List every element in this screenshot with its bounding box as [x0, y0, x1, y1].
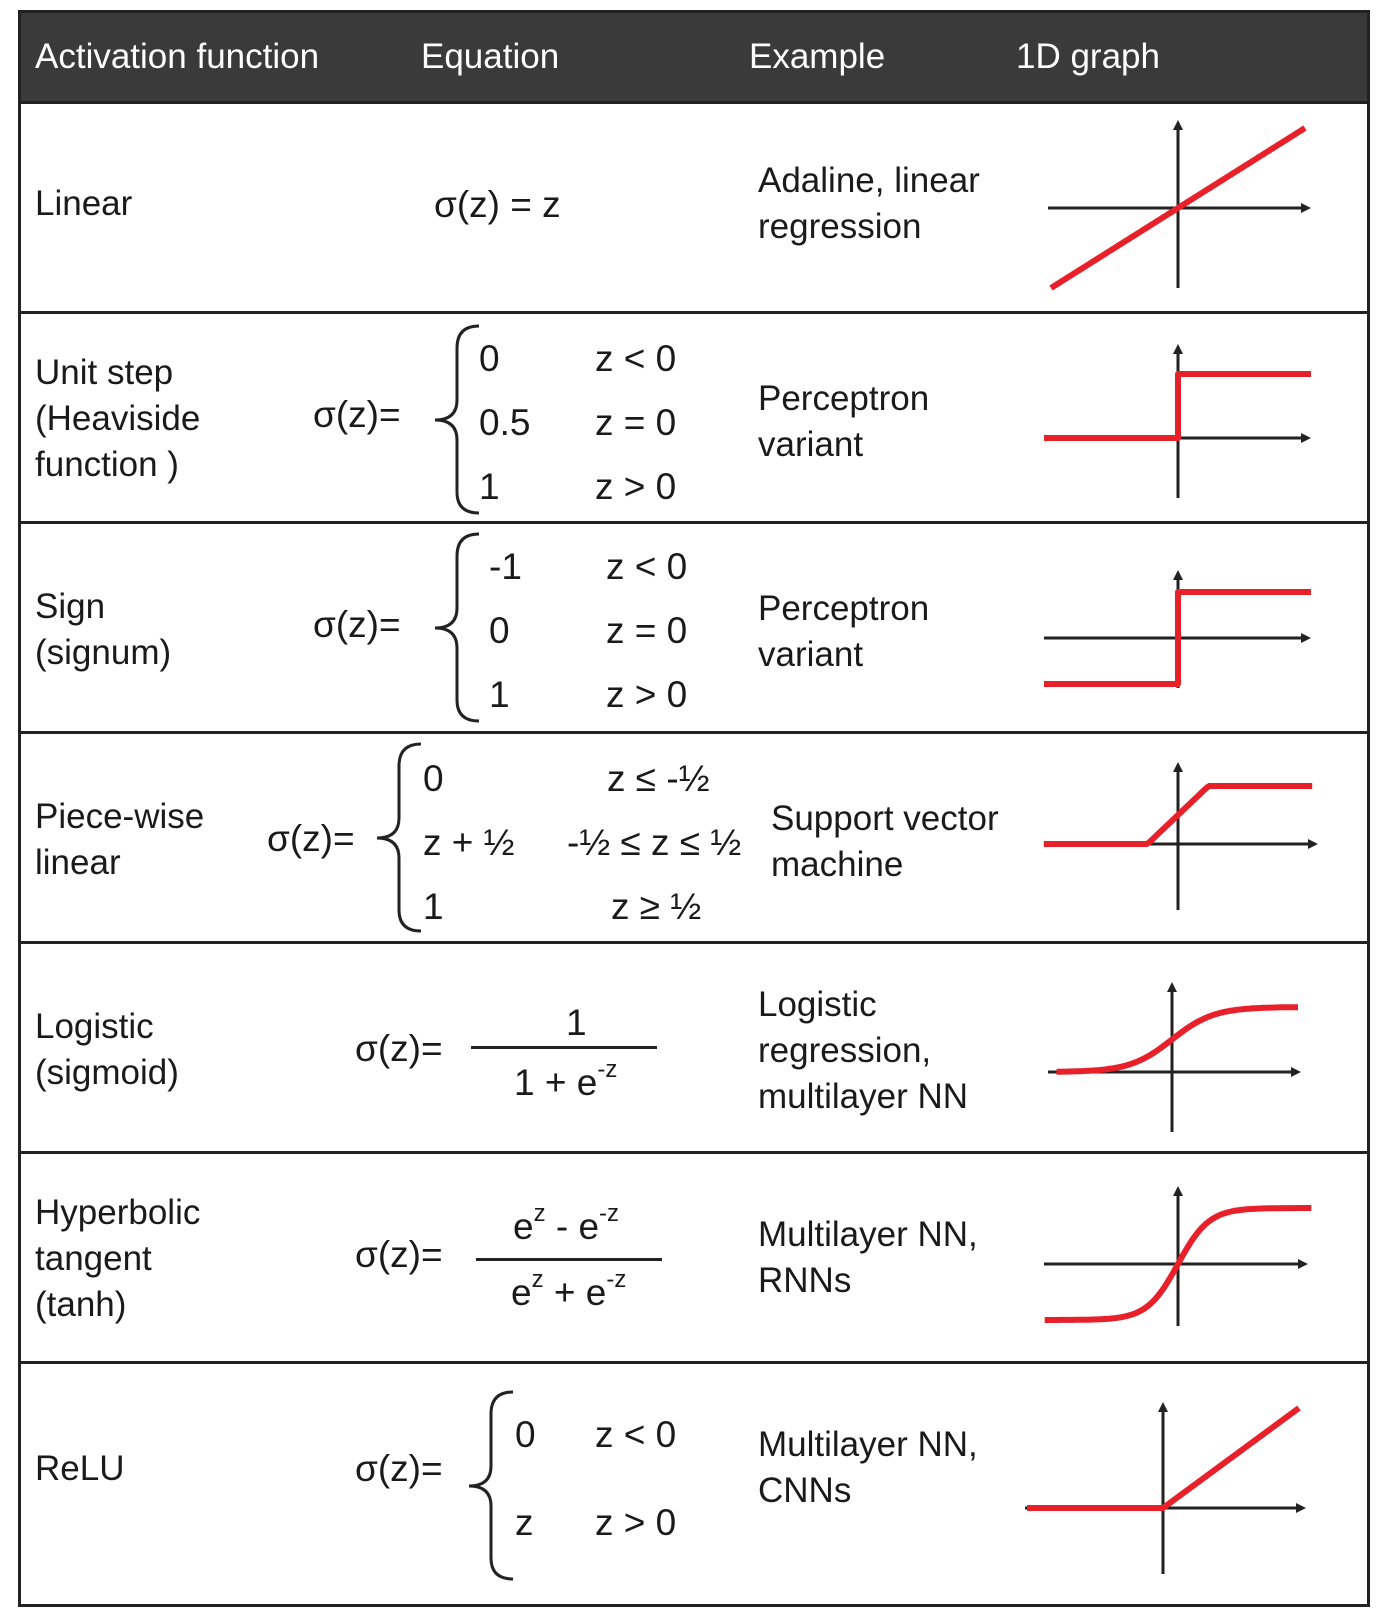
example: Multilayer NN, RNNs	[758, 1215, 978, 1300]
example: Perceptron variant	[758, 379, 930, 464]
fraction-numerator: 1	[566, 1002, 587, 1043]
x-axis-arrow	[1301, 633, 1311, 643]
graph-sigmoid	[1048, 982, 1301, 1132]
case-value: 0	[479, 338, 500, 379]
row-piecewise-linear: Piece-wise linear σ(z)= 0 z ≤ -½ z + ½ -…	[21, 731, 1367, 944]
header-equation: Equation	[421, 37, 560, 76]
function-name: Sign (signum)	[35, 587, 172, 672]
graph-piecewise-linear	[1043, 762, 1318, 910]
case-condition: z = 0	[606, 610, 688, 651]
example: Multilayer NN, CNNs	[758, 1425, 978, 1510]
case-condition: z > 0	[595, 1502, 677, 1543]
left-brace	[434, 532, 480, 723]
row-relu: ReLU σ(z)= 0 z < 0 z z > 0 Multilayer NN…	[21, 1361, 1367, 1604]
case-value: 0	[423, 758, 444, 799]
y-axis-arrow	[1173, 1186, 1183, 1196]
activation-curve	[1026, 1405, 1301, 1511]
graph-linear	[1048, 120, 1311, 291]
activation-curve	[1055, 1004, 1299, 1075]
case-value: 0	[489, 610, 510, 651]
example: Perceptron variant	[758, 589, 930, 674]
case-condition: -½ ≤ z ≤ ½	[567, 822, 742, 863]
activation-curve	[1044, 589, 1311, 687]
row-sign: Sign (signum) σ(z)= -1 z < 0 0 z = 0 1 z…	[21, 521, 1367, 734]
x-axis-arrow	[1298, 1259, 1308, 1269]
sigma-label: σ(z)=	[355, 1448, 443, 1489]
example: Adaline, linear regression	[758, 161, 980, 246]
case-value: -1	[489, 546, 522, 587]
sigma-label: σ(z)=	[313, 604, 401, 645]
case-value: z	[515, 1502, 534, 1543]
equation: σ(z) = z	[434, 184, 561, 225]
fraction-denominator: ez + e-z	[511, 1266, 627, 1313]
left-brace	[468, 1390, 514, 1581]
fraction-numerator: ez - e-z	[513, 1200, 620, 1247]
header-example: Example	[749, 37, 886, 76]
y-axis-arrow	[1173, 762, 1183, 772]
case-condition: z ≤ -½	[607, 758, 710, 799]
header-1d-graph: 1D graph	[1016, 37, 1160, 76]
activation-table: Activation function Equation Example 1D …	[18, 10, 1370, 1607]
function-name: Logistic (sigmoid)	[35, 1007, 179, 1092]
case-value: 1	[423, 886, 444, 927]
activation-curve	[1049, 125, 1307, 291]
case-value: z + ½	[423, 822, 515, 863]
graph-unit-step	[1044, 344, 1311, 498]
graph-relu	[1025, 1402, 1306, 1574]
fraction-bar	[471, 1046, 657, 1049]
case-value: 1	[489, 674, 510, 715]
function-name: Piece-wise linear	[35, 797, 205, 882]
y-axis-arrow	[1173, 570, 1183, 580]
activation-curve	[1043, 1205, 1313, 1323]
case-condition: z = 0	[595, 402, 677, 443]
function-name: Linear	[35, 184, 133, 223]
case-condition: z < 0	[595, 1414, 677, 1455]
x-axis-arrow	[1301, 433, 1311, 443]
case-value: 1	[479, 466, 500, 507]
y-axis-arrow	[1167, 982, 1177, 992]
y-axis-arrow	[1173, 344, 1183, 354]
left-brace	[434, 324, 480, 515]
row-linear: Linear σ(z) = z Adaline, linear regressi…	[21, 101, 1367, 314]
case-value: 0.5	[479, 402, 531, 443]
table-header: Activation function Equation Example 1D …	[21, 13, 1367, 101]
case-condition: z ≥ ½	[611, 886, 702, 927]
case-value: 0	[515, 1414, 536, 1455]
case-condition: z < 0	[595, 338, 677, 379]
example: Logistic regression, multilayer NN	[758, 985, 969, 1116]
y-axis-arrow	[1173, 120, 1183, 130]
x-axis-arrow	[1308, 839, 1318, 849]
x-axis-arrow	[1296, 1503, 1306, 1513]
y-axis-arrow	[1158, 1402, 1168, 1412]
sigma-label: σ(z)=	[355, 1234, 443, 1275]
case-condition: z > 0	[606, 674, 688, 715]
function-name: ReLU	[35, 1449, 125, 1488]
sigma-label: σ(z)=	[313, 394, 401, 435]
function-name: Hyperbolic tangent (tanh)	[35, 1193, 201, 1324]
row-unit-step: Unit step (Heaviside function ) σ(z)= 0 …	[21, 311, 1367, 524]
fraction-bar	[476, 1258, 662, 1261]
case-condition: z > 0	[595, 466, 677, 507]
x-axis-arrow	[1301, 203, 1311, 213]
left-brace	[376, 742, 422, 933]
fraction-denominator: 1 + e-z	[514, 1056, 618, 1103]
x-axis-arrow	[1291, 1067, 1301, 1077]
row-tanh: Hyperbolic tangent (tanh) σ(z)= ez - e-z…	[21, 1151, 1367, 1364]
row-logistic: Logistic (sigmoid) σ(z)= 1 1 + e-z Logis…	[21, 941, 1367, 1154]
activation-curve	[1044, 371, 1311, 441]
sigma-label: σ(z)=	[267, 818, 355, 859]
case-condition: z < 0	[606, 546, 688, 587]
header-activation-function: Activation function	[35, 37, 320, 76]
sigma-label: σ(z)=	[355, 1028, 443, 1069]
graph-tanh	[1043, 1186, 1313, 1326]
example: Support vector machine	[771, 799, 999, 884]
activation-curve	[1043, 783, 1313, 847]
function-name: Unit step (Heaviside function )	[35, 353, 201, 484]
graph-sign	[1044, 570, 1311, 688]
